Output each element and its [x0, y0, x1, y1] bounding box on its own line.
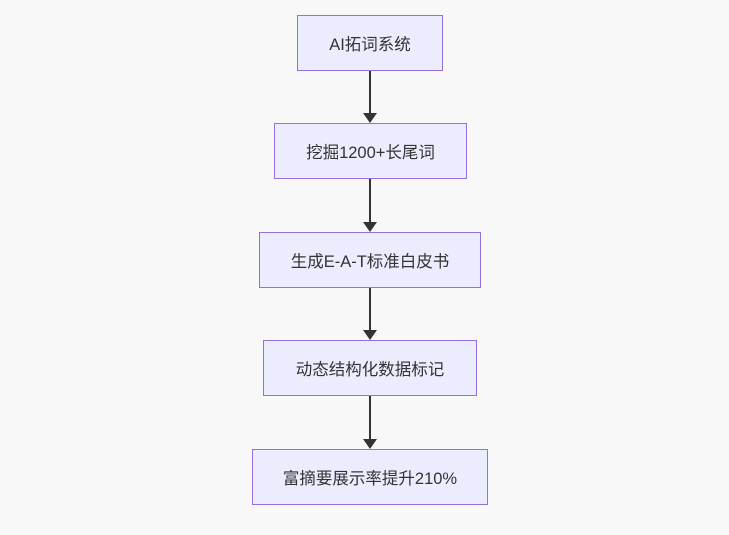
flowchart-node-label: 动态结构化数据标记: [295, 361, 445, 379]
arrow-down-icon: [363, 330, 377, 340]
arrow-down-icon: [363, 222, 377, 232]
arrow-down-icon: [363, 113, 377, 123]
arrow-line: [369, 179, 371, 222]
arrow-line: [369, 396, 371, 439]
arrow-line: [369, 288, 371, 330]
flowchart-node-eat-whitepaper: 生成E-A-T标准白皮书: [259, 232, 481, 288]
flowchart-node-longtail-keywords: 挖掘1200+长尾词: [274, 123, 467, 179]
arrow-line: [369, 71, 371, 113]
flowchart-node-ai-word-expansion-system: AI拓词系统: [297, 15, 443, 71]
flowchart-node-label: 生成E-A-T标准白皮书: [290, 253, 450, 271]
flowchart-node-rich-snippet-rate: 富摘要展示率提升210%: [252, 449, 488, 505]
flowchart-node-structured-data-markup: 动态结构化数据标记: [263, 340, 477, 396]
flowchart-node-label: 挖掘1200+长尾词: [306, 144, 435, 162]
arrow-down-icon: [363, 439, 377, 449]
flowchart-node-label: AI拓词系统: [329, 36, 411, 54]
flowchart-node-label: 富摘要展示率提升210%: [282, 470, 458, 488]
